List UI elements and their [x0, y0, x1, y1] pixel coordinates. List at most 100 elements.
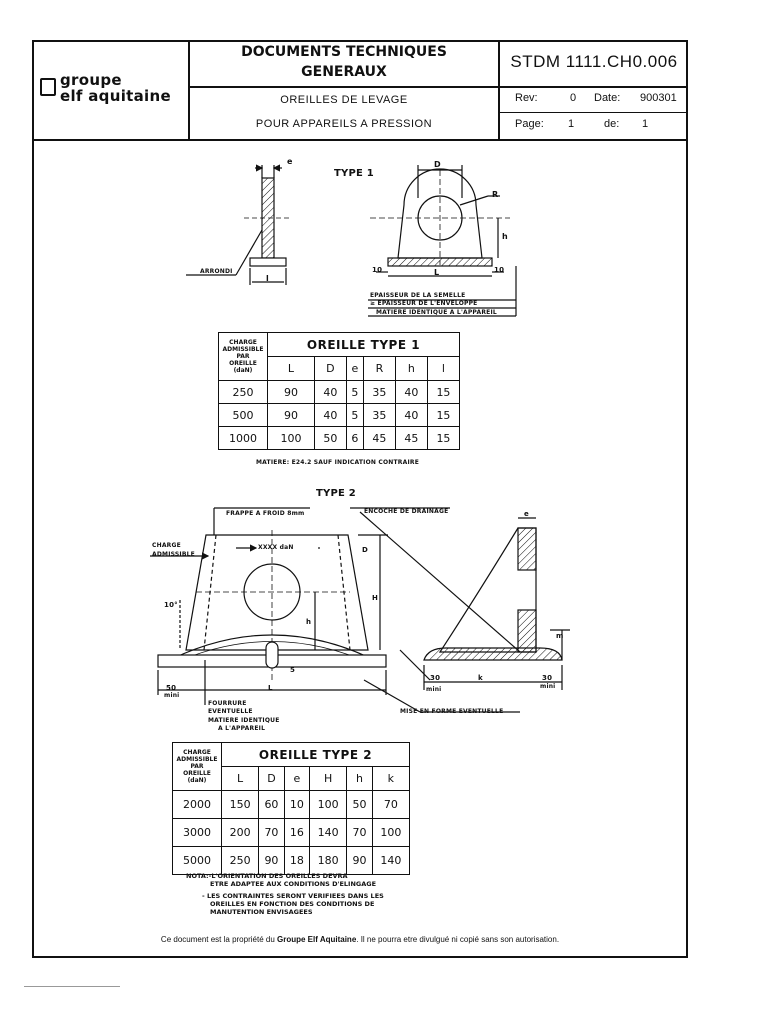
label-matiere-1: MATIERE IDENTIQUE	[208, 717, 280, 724]
label-m: m	[556, 632, 564, 640]
type1-side-view	[186, 164, 292, 285]
label-encoche: ENCOCHE DE DRAINAGE	[364, 508, 449, 515]
date-value: 900301	[640, 92, 677, 104]
label-mise: MISE EN FORME EVENTUELLE	[400, 708, 504, 715]
label-angle: 10°	[164, 601, 178, 609]
type2-cell: 16	[283, 818, 311, 847]
label-50: 50	[166, 684, 177, 692]
drawing-frame	[32, 40, 688, 958]
type1-front-view	[368, 165, 517, 317]
type1-rh-4: OREILLE	[229, 360, 257, 367]
label-L-type1: L	[434, 268, 440, 277]
type1-row-header: CHARGE ADMISSIBLE PAR OREILLE (daN)	[218, 332, 268, 381]
type1-table: CHARGE ADMISSIBLE PAR OREILLE (daN) OREI…	[218, 332, 461, 450]
type2-cell: 50	[346, 790, 373, 819]
type1-cell: 1000	[218, 426, 268, 450]
type1-col-h: h	[394, 356, 428, 381]
rev-value: 0	[570, 92, 577, 104]
type2-cell: 140	[309, 818, 348, 847]
of-value: 1	[642, 118, 649, 130]
type2-cell: 5000	[172, 846, 222, 875]
nota-line-4: OREILLES EN FONCTION DES CONDITIONS DE	[210, 900, 375, 908]
type1-cell: 50	[313, 426, 347, 450]
label-xxxx: XXXX daN	[258, 544, 294, 551]
label-mini-1: mini	[164, 692, 180, 699]
type1-col-R: R	[362, 356, 396, 381]
label-L-type2: L	[268, 684, 273, 692]
elf-logo-icon	[40, 78, 56, 96]
type1-cell: 35	[362, 403, 396, 427]
logo-block	[32, 40, 190, 140]
type1-rh-2: ADMISSIBLE	[222, 346, 264, 353]
page-value: 1	[568, 118, 575, 130]
type1-cell: 15	[426, 426, 461, 450]
type1-cell: 90	[267, 403, 315, 427]
footer-after: . Il ne pourra etre divulgué ni copié sa…	[356, 935, 560, 944]
type2-cell: 70	[346, 818, 373, 847]
type2-cell: 180	[309, 846, 348, 875]
type2-cell: 3000	[172, 818, 222, 847]
type1-cell: 40	[313, 403, 347, 427]
nota-line-5: MANUTENTION ENVISAGEES	[210, 908, 313, 916]
type1-cell: 500	[218, 403, 268, 427]
type1-cell: 6	[345, 426, 364, 450]
header-row-line	[190, 86, 688, 88]
type1-table-title: OREILLE TYPE 1	[267, 332, 460, 357]
type2-cell: 18	[283, 846, 311, 875]
table-row: 3000 200 70 16 140 70 100	[172, 818, 411, 847]
type1-cell: 5	[345, 380, 364, 404]
type1-cell: 90	[267, 380, 315, 404]
label-10-left: 10	[372, 266, 383, 274]
table-row: 2000 150 60 10 100 50 70	[172, 790, 411, 819]
type2-col-e: e	[283, 766, 311, 791]
label-R-type1: R	[492, 190, 499, 199]
type2-cell: 90	[258, 846, 285, 875]
type1-rh-3: PAR	[236, 353, 250, 360]
subtitle-line-1: OREILLES DE LEVAGE	[280, 94, 408, 106]
rev-label: Rev:	[515, 92, 538, 104]
type2-cell: 250	[220, 846, 260, 875]
label-D-type1: D	[434, 160, 441, 169]
label-e-type1: e	[287, 157, 293, 166]
meta-row-line	[500, 112, 688, 113]
type1-cell: 40	[394, 380, 428, 404]
label-mini-3: mini	[540, 683, 556, 690]
label-matiere-2: A L'APPAREIL	[218, 725, 266, 732]
type1-col-l: l	[426, 356, 461, 381]
type2-cell: 140	[371, 846, 411, 875]
date-label: Date:	[594, 92, 621, 104]
footer-before: Ce document est la propriété du	[160, 935, 277, 944]
material-note: MATIERE: E24.2 SAUF INDICATION CONTRAIRE	[256, 459, 420, 466]
label-fourrure-1: FOURRURE	[208, 700, 247, 707]
type2-rh-4: OREILLE	[183, 770, 211, 777]
label-sole-3: MATIERE IDENTIQUE A L'APPAREIL	[376, 309, 497, 316]
label-30-left: 30	[430, 674, 441, 682]
label-H-type2: H	[372, 594, 379, 602]
type1-rh-1: CHARGE	[229, 339, 257, 346]
type1-cell: 35	[362, 380, 396, 404]
footer-owner: Groupe Elf Aquitaine	[277, 935, 357, 944]
table-row: 5000 250 90 18 180 90 140	[172, 846, 411, 875]
label-10-right: 10	[494, 266, 505, 274]
label-h-type2: h	[306, 618, 312, 626]
label-arrondi: ARRONDI	[200, 268, 233, 275]
label-sole-2: ≥ EPAISSEUR DE L'ENVELOPPE	[370, 300, 478, 307]
type2-heading: TYPE 2	[316, 488, 356, 499]
label-mini-2: mini	[426, 686, 442, 693]
type2-rh-3: PAR	[190, 763, 204, 770]
of-label: de:	[604, 118, 620, 130]
page-label: Page:	[515, 118, 544, 130]
type1-col-e: e	[345, 356, 364, 381]
label-k: k	[478, 674, 483, 682]
title-line-1: DOCUMENTS TECHNIQUES	[241, 44, 447, 60]
label-sole-1: EPAISSEUR DE LA SEMELLE	[370, 292, 466, 299]
type2-cell: 90	[346, 846, 373, 875]
type2-col-L: L	[220, 766, 260, 791]
type1-col-L: L	[267, 356, 315, 381]
logo-line-2: elf aquitaine	[60, 87, 171, 105]
type2-rh-1: CHARGE	[183, 749, 211, 756]
type2-cell: 70	[371, 790, 411, 819]
type2-cell: 150	[220, 790, 260, 819]
type2-rh-2: ADMISSIBLE	[176, 756, 218, 763]
